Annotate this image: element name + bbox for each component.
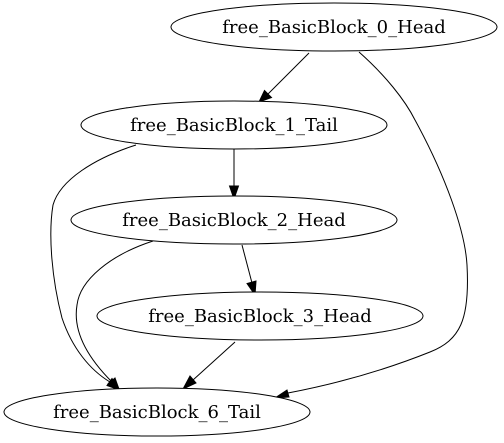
node-label: free_BasicBlock_3_Head <box>148 306 371 327</box>
edge-bb1-bb2 <box>228 149 240 201</box>
node-label: free_BasicBlock_1_Tail <box>130 115 338 136</box>
node-bb6: free_BasicBlock_6_Tail <box>3 387 311 437</box>
edge-bb3-bb6 <box>181 341 236 391</box>
node-label: free_BasicBlock_6_Tail <box>53 402 261 423</box>
node-bb0: free_BasicBlock_0_Head <box>170 2 498 52</box>
node-bb2: free_BasicBlock_2_Head <box>70 195 398 245</box>
node-label: free_BasicBlock_2_Head <box>122 210 345 231</box>
edge-bb2-bb3 <box>241 244 257 297</box>
node-label: free_BasicBlock_0_Head <box>222 17 445 38</box>
edge-bb1-bb6 <box>50 144 137 391</box>
edge-bb0-bb1 <box>258 52 310 103</box>
node-bb1: free_BasicBlock_1_Tail <box>80 100 388 150</box>
node-bb3: free_BasicBlock_3_Head <box>96 291 424 341</box>
edge-bb0-bb6 <box>273 51 468 399</box>
